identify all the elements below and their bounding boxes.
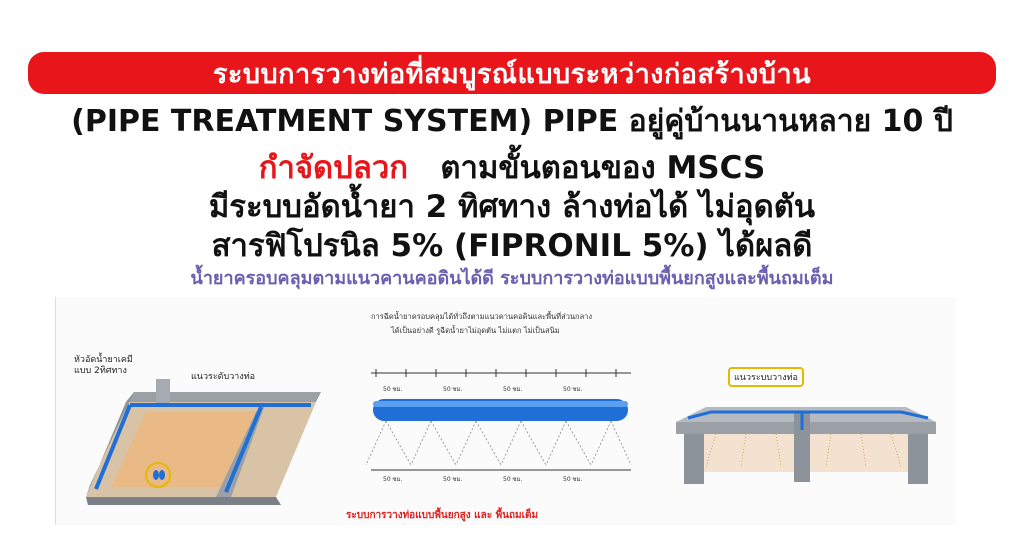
- spacing-label-bottom: 50 ซม.: [383, 476, 403, 483]
- spacing-label-top: 50 ซม.: [443, 386, 463, 393]
- right-label-pipe-line: แนวระบบวางท่อ: [728, 367, 804, 387]
- spacing-labels: 50 ซม. 50 ซม. 50 ซม. 50 ซม. 50 ซม. 50 ซม…: [383, 386, 583, 483]
- spacing-label-bottom: 50 ซม.: [563, 476, 583, 483]
- headline-4: สารฟิโปรนิล 5% (FIPRONIL 5%) ได้ผลดี: [211, 228, 813, 264]
- headline-2-red: กำจัดปลวก: [258, 150, 409, 186]
- spacing-label-top: 50 ซม.: [563, 386, 583, 393]
- headline-1: (PIPE TREATMENT SYSTEM) PIPE อยู่คู่บ้าน…: [71, 104, 953, 139]
- subheadline: น้ำยาครอบคลุมตามแนวคานคอดินได้ดี ระบบการ…: [190, 268, 834, 289]
- left-label-injector: หัวอัดน้ำยาเคมี: [74, 355, 133, 365]
- banner-text: ระบบการวางท่อที่สมบูรณ์แบบระหว่างก่อสร้า…: [212, 58, 812, 90]
- left-label-direction: แบบ 2ทิศทาง: [74, 366, 127, 376]
- headline-3: มีระบบอัดน้ำยา 2 ทิศทาง ล้างท่อได้ ไม่อุ…: [208, 189, 816, 225]
- diagram-panel: การฉีดน้ำยาครอบคลุมได้ทั่วถึงตามแนวคานคอ…: [55, 297, 956, 525]
- title-banner: ระบบการวางท่อที่สมบูรณ์แบบระหว่างก่อสร้า…: [28, 52, 996, 94]
- middle-pipe-illustration: [365, 369, 632, 471]
- left-label-pipe-level: แนวระดับวางท่อ: [191, 372, 256, 382]
- spacing-label-bottom: 50 ซม.: [503, 476, 523, 483]
- diagram-caption: ระบบการวางท่อแบบพื้นยกสูง และ พื้นถมเต็ม: [346, 510, 539, 521]
- diagram-note-1: การฉีดน้ำยาครอบคลุมได้ทั่วถึงตามแนวคานคอ…: [371, 312, 593, 321]
- diagram-note-2: ได้เป็นอย่างดี รูฉีดน้ำยาไม่อุดตัน ไม่แต…: [391, 326, 560, 335]
- spacing-label-top: 50 ซม.: [503, 386, 523, 393]
- spacing-label-top: 50 ซม.: [383, 386, 403, 393]
- right-foundation-illustration: [676, 407, 936, 484]
- left-foundation-illustration: [86, 379, 321, 505]
- headline-2-rest: ตามขั้นตอนของ MSCS: [440, 150, 766, 186]
- headline-2: กำจัดปลวก ตามขั้นตอนของ MSCS: [0, 142, 1024, 192]
- spacing-label-bottom: 50 ซม.: [443, 476, 463, 483]
